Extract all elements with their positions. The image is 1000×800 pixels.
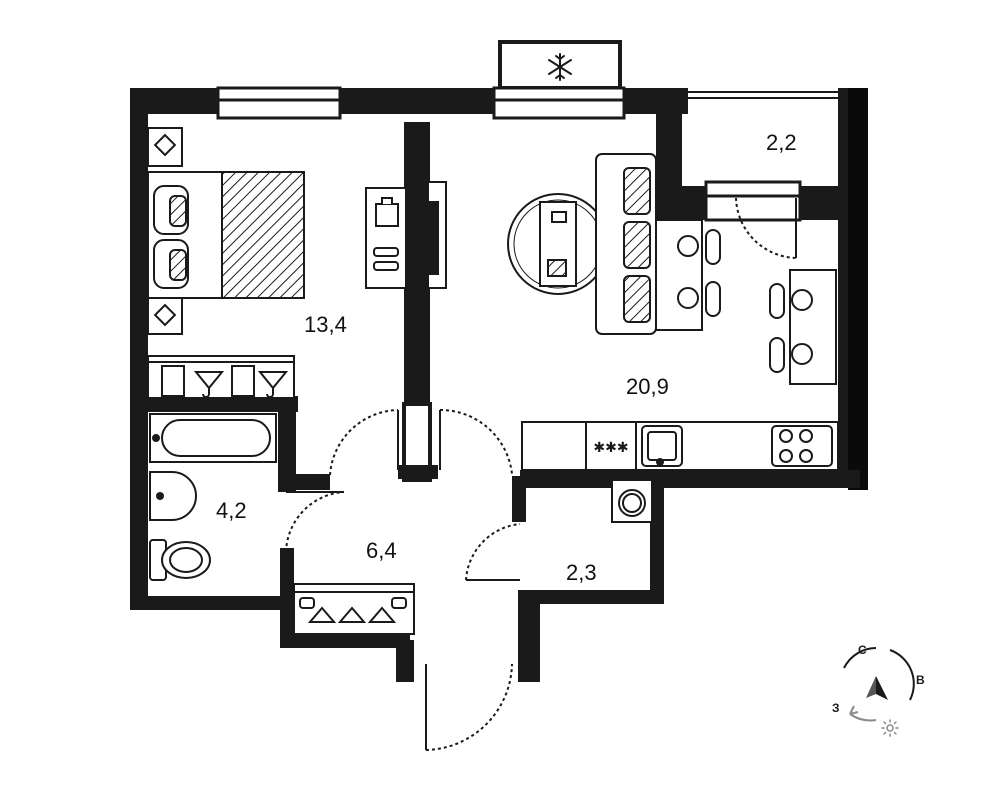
nightstands (147, 127, 183, 335)
sofa-icon (595, 153, 657, 335)
kitchen-counter: ✱✱✱ (521, 421, 839, 471)
windows (216, 86, 840, 222)
hanger-icon (193, 371, 289, 398)
svg-text:✱✱✱: ✱✱✱ (593, 440, 628, 456)
cooktop (771, 425, 833, 467)
room-area-bedroom: 13,4 (304, 312, 347, 337)
hallway-wardrobe (293, 583, 415, 635)
room-area-balcony: 2,2 (766, 130, 797, 155)
stove-icon: ✱✱✱ (593, 440, 628, 456)
door-swings (285, 197, 797, 751)
door-leaves (286, 198, 797, 750)
chairs (677, 229, 813, 373)
room-area-hallway: 6,4 (366, 538, 397, 563)
compass: С В З (832, 643, 925, 737)
hanger-icon (307, 606, 397, 623)
compass-east: В (916, 673, 925, 687)
ac-unit (498, 40, 622, 90)
compass-west: З (832, 701, 840, 715)
compass-needle-icon (866, 676, 888, 700)
bathtub-icon (149, 413, 277, 463)
walls (130, 88, 868, 682)
coffee-table (507, 193, 609, 295)
dining-table (655, 219, 837, 385)
room-area-living-kitchen: 20,9 (626, 374, 669, 399)
sink-icon (641, 425, 683, 467)
wardrobe (147, 355, 295, 399)
toilet-icon (149, 539, 211, 581)
sun-icon (881, 719, 899, 737)
washing-machine-icon (611, 479, 653, 523)
compass-north: С (858, 643, 867, 657)
snowflake-icon (548, 53, 572, 81)
room-area-storage: 2,3 (566, 560, 597, 585)
dresser (365, 181, 447, 289)
sink-icon (149, 471, 197, 521)
bed-icon (147, 171, 305, 299)
room-area-bathroom: 4,2 (216, 498, 247, 523)
